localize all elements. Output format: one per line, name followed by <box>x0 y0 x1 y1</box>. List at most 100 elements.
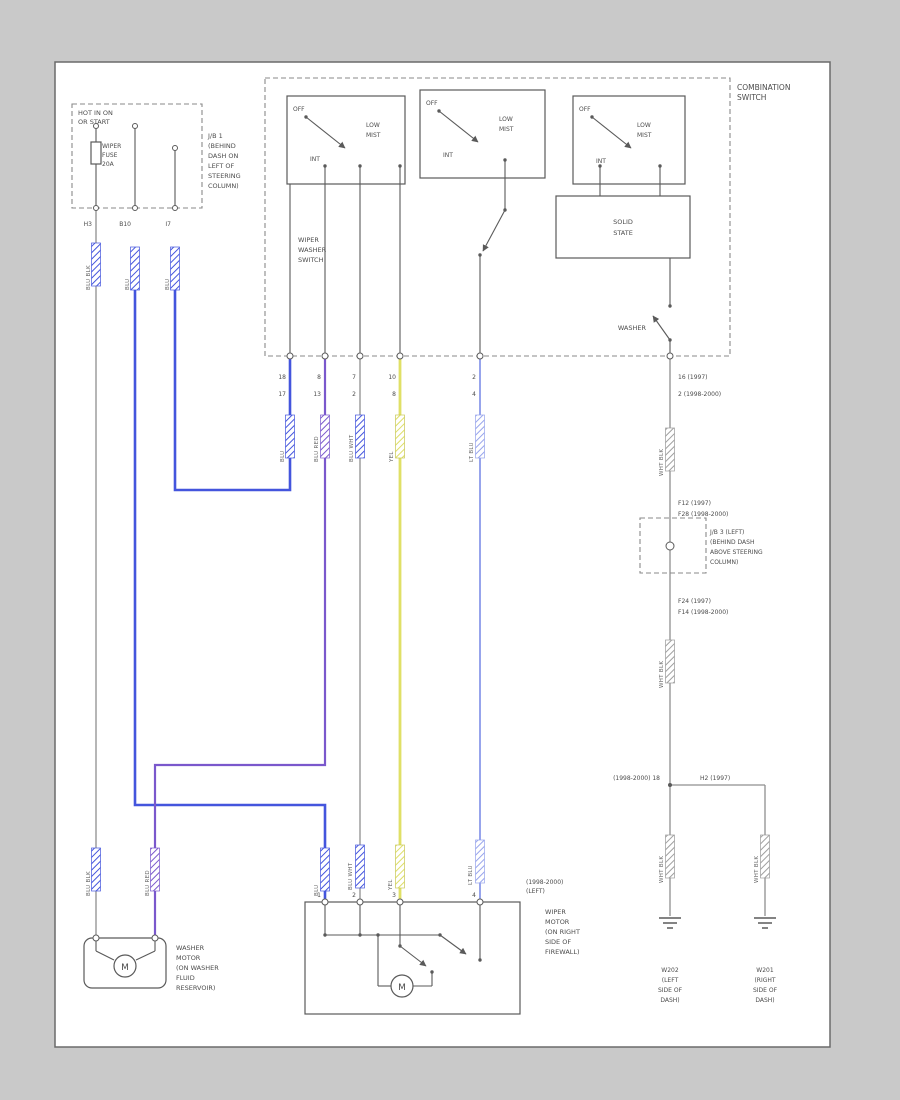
wire-color-label: LT BLU <box>469 442 475 462</box>
intermittent-switch <box>478 178 507 356</box>
wire-color-label: BLU <box>125 279 131 291</box>
inline-connector <box>355 844 365 889</box>
inline-connector <box>320 414 330 459</box>
motor-terminal <box>356 898 364 906</box>
pos-label: LOW <box>637 122 651 129</box>
jb3-label-line: (BEHIND DASH <box>710 539 754 546</box>
pin-number: 18 <box>278 374 286 381</box>
switch-contact <box>478 958 482 962</box>
pos-label: INT <box>443 152 453 159</box>
switch-terminal <box>356 352 364 360</box>
wiper-motor-section: 1 2 3 4 (1998-2000) (LEFT) M WIPER MOTOR <box>304 879 580 1015</box>
ground-label-line: (LEFT <box>662 977 679 984</box>
washer-motor-label-line: MOTOR <box>176 954 201 962</box>
jb1-label-line: (BEHIND <box>208 142 236 150</box>
pos-label: OFF <box>579 106 591 113</box>
switch-wafer-box <box>572 95 686 185</box>
junction-dot <box>668 783 672 787</box>
fuse-terminal <box>93 123 99 129</box>
junction-dot <box>358 933 362 937</box>
inline-connector <box>285 414 295 459</box>
inline-connector <box>320 847 330 892</box>
ground-symbol-w202 <box>659 917 681 929</box>
junction-dot <box>323 933 327 937</box>
wiper-switch-wafer-1: OFF INT LOW MIST <box>286 95 406 185</box>
wire-color-label: BLU WHT <box>348 862 354 890</box>
inline-connector <box>665 427 675 472</box>
motor-internal-wire <box>135 950 156 961</box>
washer-motor-section: M WASHER MOTOR (ON WASHER FLUID RESERVOI… <box>83 934 219 992</box>
jb3-label-line: ABOVE STEERING <box>710 549 763 556</box>
switch-terminal <box>476 352 484 360</box>
pos-label: OFF <box>293 106 305 113</box>
inline-connector <box>130 246 140 291</box>
ground-label-line: DASH) <box>660 997 679 1004</box>
fuse-label-line: FUSE <box>102 152 118 159</box>
combo-title-line: SWITCH <box>737 93 766 102</box>
switch-wafer-box <box>419 89 546 179</box>
combo-title-line: COMBINATION <box>737 83 790 92</box>
wiper-washer-label-line: WASHER <box>298 246 327 254</box>
switch-terminal <box>286 352 294 360</box>
inline-connector <box>150 847 160 892</box>
wire-color-label: WHT BLK <box>659 661 665 688</box>
switch-terminal <box>666 352 674 360</box>
pin-number: 8 <box>317 374 321 381</box>
pin-number: 17 <box>278 391 286 398</box>
connector-label: F12 (1997) <box>678 500 711 507</box>
jb1-exit-terminal <box>93 205 99 211</box>
pos-label: MIST <box>499 126 514 133</box>
wiper-motor-box <box>304 901 521 1015</box>
switch-arm <box>438 110 479 143</box>
switch-arm <box>305 116 346 149</box>
connector-pin-label: B10 <box>119 221 131 228</box>
connector-label: F24 (1997) <box>678 598 711 605</box>
solid-state-label-line: SOLID <box>613 218 633 226</box>
hot-label-line: OR START <box>78 118 110 126</box>
solid-state-label-line: STATE <box>613 229 633 237</box>
wire-color-label: BLU BLK <box>86 871 92 896</box>
jb1-terminal <box>132 123 138 129</box>
wiper-washer-label-line: SWITCH <box>298 256 324 264</box>
motor-terminal <box>396 898 404 906</box>
switch-terminal <box>321 352 329 360</box>
washer-motor-box <box>83 937 167 989</box>
motor-m-label: M <box>121 963 129 973</box>
washer-motor-symbol <box>113 954 137 978</box>
pin-number: 2 (1998-2000) <box>678 391 721 398</box>
pos-label: INT <box>310 156 320 163</box>
inline-connector <box>760 834 770 879</box>
wiper-switch-wafer-3: OFF INT LOW MIST <box>572 95 686 185</box>
ground-label-line: SIDE OF <box>753 987 778 994</box>
wire-color-label: WHT BLK <box>659 856 665 883</box>
pin-number: 13 <box>313 391 321 398</box>
wire-color-label: BLU <box>314 885 320 897</box>
jb3-box <box>639 517 707 574</box>
junction-label: (1998-2000) 18 <box>613 775 660 782</box>
wiper-switch-wafer-2: OFF INT LOW MIST <box>419 89 546 179</box>
washer-motor-label-line: RESERVOIR) <box>176 984 215 992</box>
wiper-washer-label-line: WIPER <box>298 236 319 244</box>
wire-color-label: BLU RED <box>145 870 151 896</box>
wire-color-label: BLU <box>280 451 286 463</box>
motor-pin-number: 2 <box>352 892 356 899</box>
wire-color-labels: BLU BLK BLU BLU BLU BLU RED BLU WHT YEL … <box>86 265 760 896</box>
inline-connector <box>665 834 675 879</box>
inline-connector <box>665 639 675 684</box>
fuse-label-line: 20A <box>102 161 115 168</box>
combination-switch-box <box>264 77 731 357</box>
park-switch-arm <box>399 945 427 967</box>
connector-pin-label: H3 <box>84 221 93 228</box>
inline-connector <box>91 847 101 892</box>
inline-connector <box>395 414 405 459</box>
solid-state-module: SOLID STATE <box>555 184 691 259</box>
switch-arm <box>482 209 506 252</box>
inline-connectors <box>91 242 770 892</box>
motor-pin-number: 4 <box>472 892 476 899</box>
switch-wafer-box <box>286 95 406 185</box>
inline-connector <box>170 246 180 291</box>
washer-switch: WASHER <box>618 258 672 356</box>
wiper-motor-label-line: (ON RIGHT <box>545 928 580 936</box>
connector-label: F28 (1998-2000) <box>678 511 728 518</box>
